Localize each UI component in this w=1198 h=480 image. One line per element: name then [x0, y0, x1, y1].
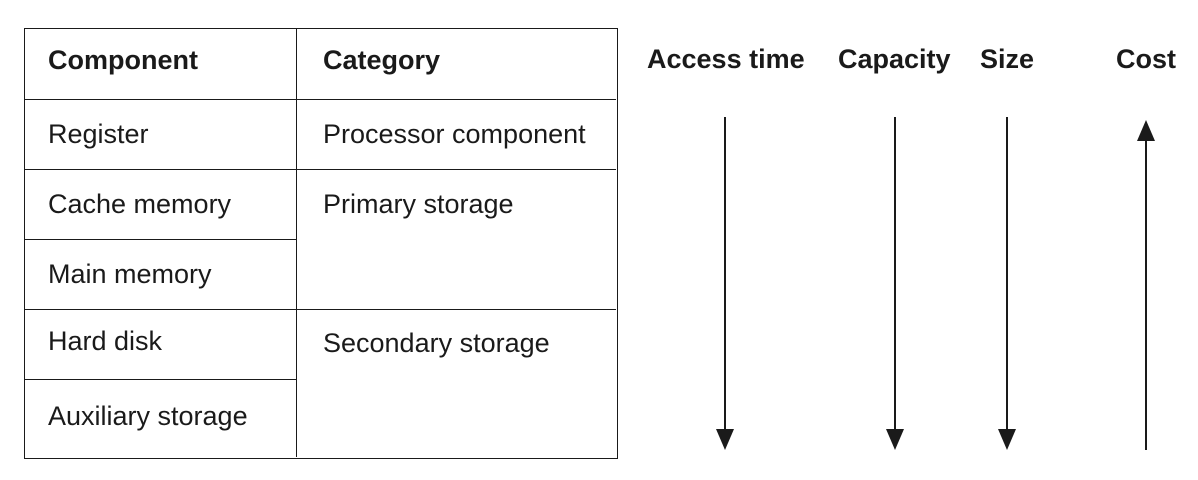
- label-size: Size: [980, 44, 1035, 74]
- capacity-down-arrow-icon: [886, 117, 904, 450]
- category-primary-storage: Primary storage: [323, 189, 514, 219]
- column-divider: [296, 29, 297, 457]
- header-component: Component: [48, 45, 198, 75]
- component-hard-disk: Hard disk: [48, 326, 163, 356]
- access-time-down-arrow-icon: [716, 117, 734, 450]
- row-rule-3: [25, 309, 616, 310]
- row-rule-1: [25, 169, 616, 170]
- label-cost: Cost: [1116, 44, 1176, 74]
- label-capacity: Capacity: [838, 44, 951, 74]
- row-rule-2: [25, 239, 296, 240]
- component-register: Register: [48, 119, 149, 149]
- component-cache-memory: Cache memory: [48, 189, 232, 219]
- header-category: Category: [323, 45, 441, 75]
- category-processor-component: Processor component: [323, 119, 586, 149]
- component-main-memory: Main memory: [48, 259, 212, 289]
- category-secondary-storage: Secondary storage: [323, 328, 550, 358]
- row-rule-4: [25, 379, 296, 380]
- header-rule: [25, 99, 616, 100]
- cost-up-arrow-icon: [1137, 120, 1155, 450]
- size-down-arrow-icon: [998, 117, 1016, 450]
- label-access-time: Access time: [647, 44, 805, 74]
- storage-hierarchy-table: Component Category Register Cache memory…: [24, 28, 618, 459]
- component-auxiliary-storage: Auxiliary storage: [48, 401, 248, 431]
